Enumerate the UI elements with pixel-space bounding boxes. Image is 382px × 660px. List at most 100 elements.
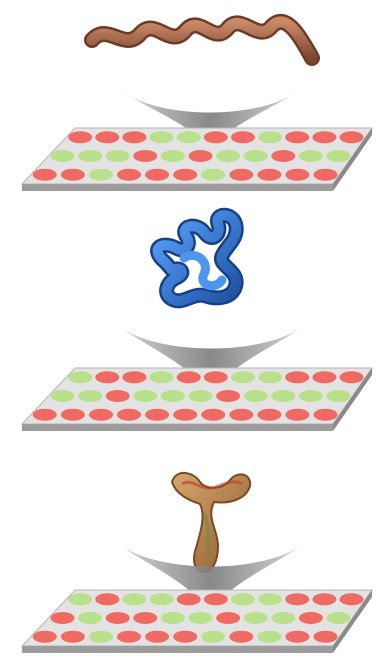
array-spot-green xyxy=(161,612,185,624)
array-spot-red xyxy=(229,631,253,643)
array-spot-red xyxy=(145,169,169,181)
array-spot-red xyxy=(117,169,141,181)
array-spot-red xyxy=(177,371,201,383)
array-spot-green xyxy=(271,612,295,624)
array-spot-green xyxy=(89,631,113,643)
array-spot-red xyxy=(189,150,213,162)
array-spot-red xyxy=(340,593,364,605)
plate-edge xyxy=(22,184,333,191)
array-spot-green xyxy=(150,371,174,383)
array-spot-green xyxy=(244,390,268,402)
array-spot-green xyxy=(327,612,351,624)
array-spot-red xyxy=(314,169,338,181)
array-spot-red xyxy=(122,131,146,143)
folded-protein-icon xyxy=(158,215,237,301)
array-spot-red xyxy=(133,612,157,624)
array-spot-green xyxy=(201,631,225,643)
array-spot-red xyxy=(201,409,225,421)
array-spot-red xyxy=(117,409,141,421)
protein-ribbon-icon xyxy=(92,22,312,58)
array-spot-green xyxy=(231,371,255,383)
array-spot-red xyxy=(68,131,92,143)
array-spot-red xyxy=(117,631,141,643)
array-spot-red xyxy=(106,390,130,402)
array-spot-green xyxy=(257,631,281,643)
array-spot-red xyxy=(340,131,364,143)
array-spot-green xyxy=(68,371,92,383)
array-spot-green xyxy=(78,612,102,624)
array-spot-red xyxy=(61,409,85,421)
array-spot-red xyxy=(312,371,336,383)
array-spot-red xyxy=(257,169,281,181)
array-spot-red xyxy=(285,409,309,421)
panel-folded-protein-hook xyxy=(22,473,372,653)
array-spot-red xyxy=(33,169,57,181)
array-spot-green xyxy=(216,150,240,162)
array-spot-green xyxy=(327,150,351,162)
array-spot-green xyxy=(189,390,213,402)
array-spot-green xyxy=(258,593,282,605)
array-spot-red xyxy=(204,593,228,605)
array-spot-red xyxy=(285,169,309,181)
plate-edge xyxy=(22,424,333,431)
array-spot-green xyxy=(244,150,268,162)
array-spot-red xyxy=(133,150,157,162)
array-spot-green xyxy=(51,390,75,402)
array-spot-red xyxy=(173,409,197,421)
array-spot-red xyxy=(177,593,201,605)
array-spot-red xyxy=(106,612,130,624)
array-spot-green xyxy=(177,131,201,143)
array-spot-red xyxy=(271,150,295,162)
array-spot-green xyxy=(189,612,213,624)
array-spot-red xyxy=(231,131,255,143)
array-spot-red xyxy=(285,371,309,383)
array-spot-green xyxy=(271,390,295,402)
microarray-plate xyxy=(22,590,372,653)
array-spot-green xyxy=(51,150,75,162)
array-spot-red xyxy=(61,169,85,181)
microarray-plate xyxy=(22,128,372,191)
array-spot-green xyxy=(150,131,174,143)
array-spot-red xyxy=(314,409,338,421)
array-spot-green xyxy=(89,169,113,181)
array-spot-red xyxy=(314,631,338,643)
array-spot-red xyxy=(204,131,228,143)
array-spot-red xyxy=(33,409,57,421)
array-spot-red xyxy=(229,169,253,181)
array-spot-red xyxy=(173,631,197,643)
array-spot-green xyxy=(201,169,225,181)
array-spot-green xyxy=(258,371,282,383)
array-spot-red xyxy=(312,131,336,143)
array-spot-green xyxy=(299,150,323,162)
array-spot-red xyxy=(257,409,281,421)
array-spot-red xyxy=(33,631,57,643)
array-spot-green xyxy=(150,593,174,605)
array-spot-red xyxy=(229,409,253,421)
array-spot-red xyxy=(89,409,113,421)
array-spot-red xyxy=(216,612,240,624)
array-spot-green xyxy=(299,390,323,402)
array-spot-green xyxy=(78,390,102,402)
array-spot-red xyxy=(204,371,228,383)
array-spot-green xyxy=(122,593,146,605)
array-spot-red xyxy=(285,631,309,643)
array-spot-green xyxy=(78,150,102,162)
array-spot-green xyxy=(327,390,351,402)
array-spot-green xyxy=(231,593,255,605)
array-spot-red xyxy=(95,593,119,605)
array-spot-green xyxy=(161,150,185,162)
array-spot-green xyxy=(161,390,185,402)
array-spot-red xyxy=(285,131,309,143)
array-spot-green xyxy=(244,612,268,624)
panel-folded-protein-blue xyxy=(22,215,372,431)
plate-edge xyxy=(22,646,333,653)
array-spot-red xyxy=(216,390,240,402)
array-spot-red xyxy=(340,371,364,383)
array-spot-red xyxy=(145,631,169,643)
array-spot-green xyxy=(68,593,92,605)
array-spot-red xyxy=(299,612,323,624)
panel-unfolded-protein xyxy=(22,22,372,191)
array-spot-red xyxy=(312,593,336,605)
microarray-plate xyxy=(22,368,372,431)
